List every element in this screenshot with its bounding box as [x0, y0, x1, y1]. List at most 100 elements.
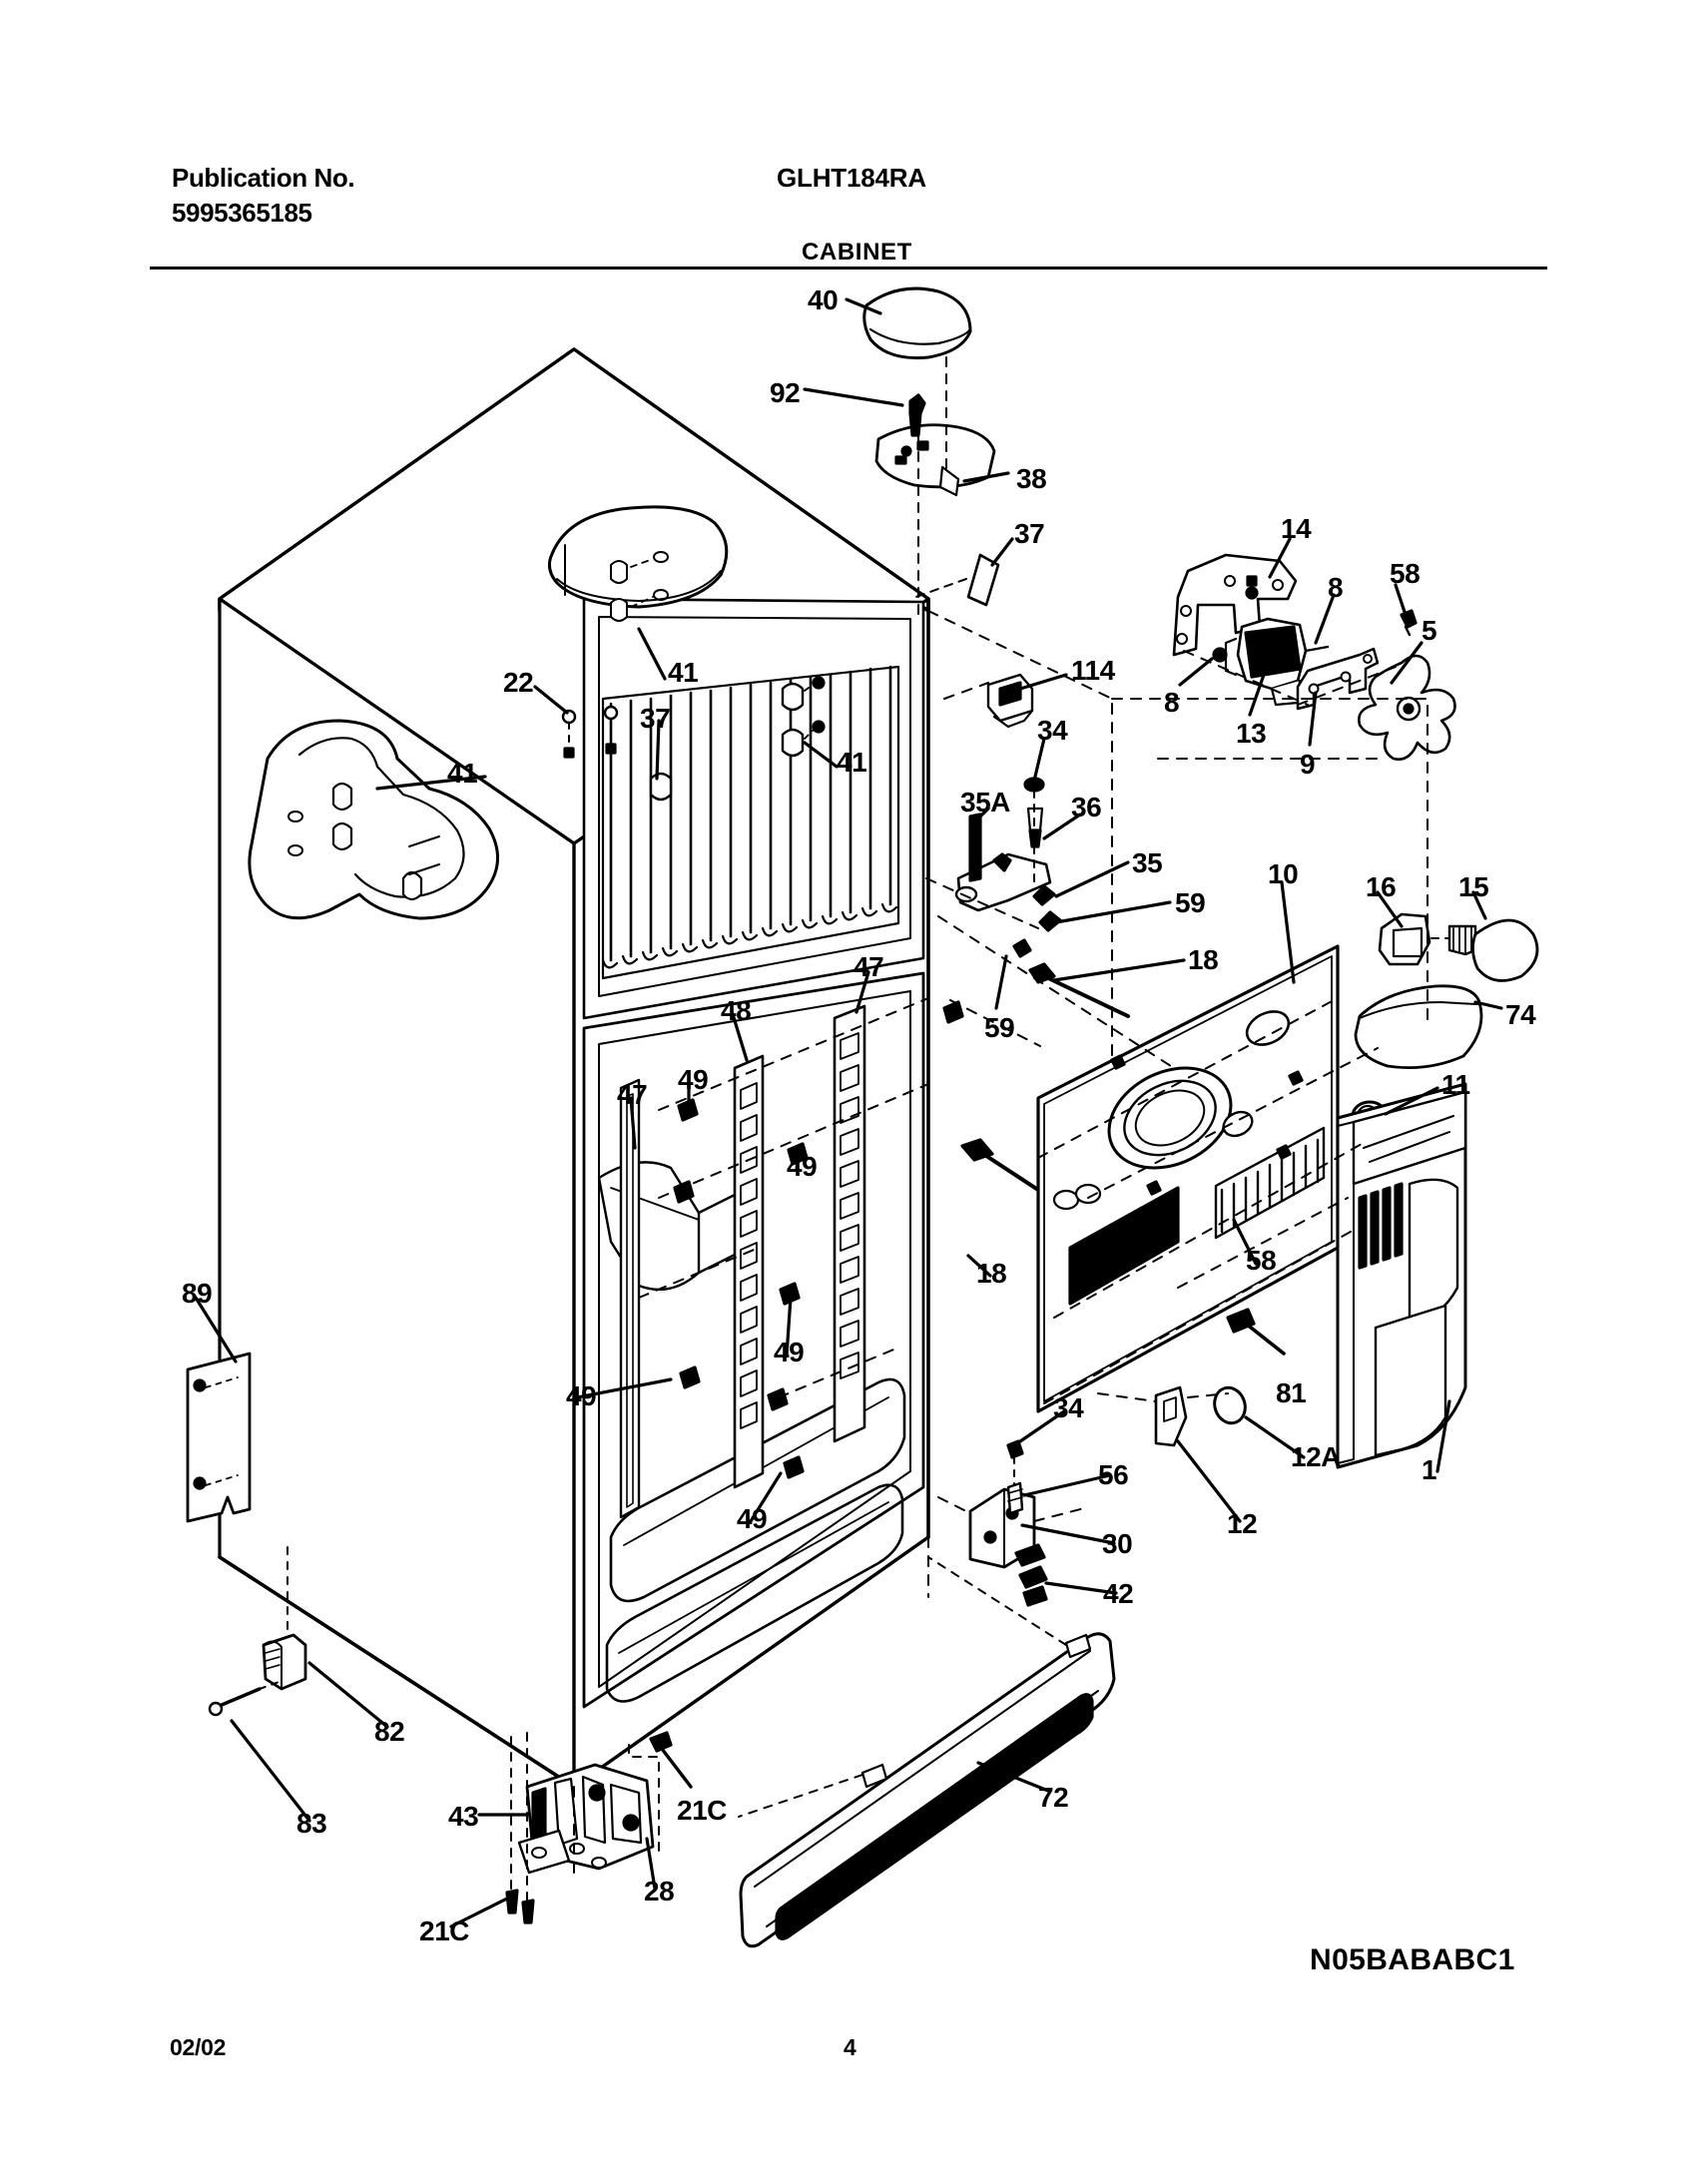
- light-bulb-15: [1431, 920, 1537, 981]
- callout-41: 41: [837, 747, 867, 778]
- callout-15: 15: [1458, 871, 1489, 902]
- callout-35: 35: [1132, 847, 1163, 878]
- callout-72: 72: [1038, 1782, 1069, 1813]
- leader-lines: [196, 299, 1501, 1926]
- callout-30: 30: [1102, 1528, 1133, 1559]
- callout-34: 34: [1053, 1392, 1084, 1423]
- callout-12A: 12A: [1291, 1441, 1341, 1472]
- callout-81: 81: [1276, 1377, 1307, 1408]
- part-12-shim: [1156, 1387, 1186, 1445]
- callout-49: 49: [787, 1151, 818, 1182]
- part-74-bin: [1356, 986, 1481, 1068]
- bracket-14: [1174, 555, 1296, 655]
- callout-5: 5: [1422, 615, 1437, 646]
- fan-blade-5: [1359, 656, 1454, 760]
- callout-92: 92: [770, 377, 801, 408]
- callout-21C: 21C: [677, 1795, 727, 1826]
- callout-41: 41: [668, 657, 699, 688]
- callout-16: 16: [1366, 871, 1397, 902]
- callout-49: 49: [737, 1503, 768, 1534]
- callout-41: 41: [447, 758, 478, 789]
- section-title: CABINET: [802, 239, 912, 266]
- callout-56: 56: [1098, 1459, 1129, 1490]
- callout-18: 18: [976, 1258, 1007, 1289]
- hinge-rod-cluster: [956, 779, 1128, 1016]
- callout-58: 58: [1246, 1245, 1277, 1276]
- callout-82: 82: [374, 1716, 405, 1747]
- arrow-81: [1228, 1310, 1284, 1354]
- callout-42: 42: [1103, 1578, 1134, 1609]
- callout-37: 37: [1014, 518, 1045, 549]
- callout-59: 59: [1175, 887, 1206, 918]
- callout-49: 49: [566, 1380, 597, 1411]
- callout-8: 8: [1328, 572, 1344, 603]
- callout-47: 47: [617, 1079, 648, 1110]
- bracket-9: [1298, 649, 1378, 709]
- callout-37: 37: [640, 703, 671, 734]
- motor-13: [1226, 619, 1328, 705]
- publication-label: Publication No.: [172, 163, 355, 193]
- model-number: GLHT184RA: [777, 163, 926, 193]
- callout-21C: 21C: [419, 1915, 469, 1946]
- screw-58-upper: [1402, 611, 1416, 635]
- revision-date: 02/02: [170, 2034, 227, 2060]
- callout-49: 49: [678, 1064, 709, 1095]
- lamp-socket-16: [1380, 914, 1429, 964]
- base-grille-72: [739, 1557, 1114, 1946]
- callout-9: 9: [1300, 749, 1316, 780]
- callout-48: 48: [721, 995, 752, 1026]
- part-37-bar: [910, 555, 998, 605]
- callout-8: 8: [1164, 687, 1180, 718]
- construction-lines: [574, 611, 1427, 1877]
- evaporator-fins: [611, 667, 890, 960]
- panel-89: [188, 1354, 250, 1521]
- callout-14: 14: [1281, 513, 1312, 544]
- callout-28: 28: [644, 1876, 675, 1907]
- part-114-connector: [988, 675, 1032, 727]
- page-number: 4: [844, 2034, 856, 2060]
- callout-11: 11: [1441, 1069, 1470, 1100]
- callout-58: 58: [1390, 558, 1421, 589]
- screw-34-lower: [1008, 1441, 1022, 1497]
- rear-panel-10: [1038, 946, 1338, 1411]
- callout-114: 114: [1071, 655, 1115, 686]
- shelf-assembly-left: [250, 721, 498, 918]
- callout-12: 12: [1227, 1508, 1258, 1539]
- part-12A-bushing: [1210, 1383, 1250, 1427]
- callout-59: 59: [984, 1012, 1015, 1043]
- part-56-clip: [1008, 1483, 1022, 1513]
- light-lens-top: [549, 507, 726, 621]
- callout-40: 40: [808, 284, 839, 315]
- callout-36: 36: [1071, 792, 1102, 822]
- callout-13: 13: [1236, 718, 1267, 749]
- screws-8: [1214, 588, 1257, 661]
- header-divider: [150, 267, 1547, 270]
- diagram-code: N05BABABC1: [1310, 1943, 1515, 1976]
- callout-1: 1: [1422, 1454, 1437, 1485]
- pointer-21C: [651, 1733, 691, 1787]
- roller-bracket-43: [507, 1733, 659, 1922]
- leveling-leg-82: [264, 1547, 305, 1689]
- top-hinge-cover-assembly: [864, 288, 994, 619]
- bracket-30: [970, 1489, 1046, 1605]
- publication-number: 5995365185: [172, 198, 312, 228]
- callout-35A: 35A: [960, 787, 1010, 818]
- callout-43: 43: [448, 1801, 479, 1832]
- callout-49: 49: [774, 1337, 805, 1367]
- freezer-compartment: [584, 599, 923, 1018]
- callout-18: 18: [1188, 944, 1219, 975]
- callout-10: 10: [1268, 858, 1299, 889]
- front-cover-1: [1338, 1084, 1465, 1467]
- callout-38: 38: [1016, 463, 1047, 494]
- fasteners-right-41: [783, 678, 824, 756]
- screw-83: [210, 1681, 282, 1715]
- callout-89: 89: [182, 1278, 213, 1309]
- callout-22: 22: [503, 667, 534, 698]
- callout-47: 47: [854, 951, 884, 982]
- screw-59-liner: [944, 1002, 962, 1022]
- callout-34: 34: [1037, 715, 1068, 746]
- rod-18-lower: [962, 1140, 1044, 1194]
- callout-74: 74: [1505, 999, 1536, 1030]
